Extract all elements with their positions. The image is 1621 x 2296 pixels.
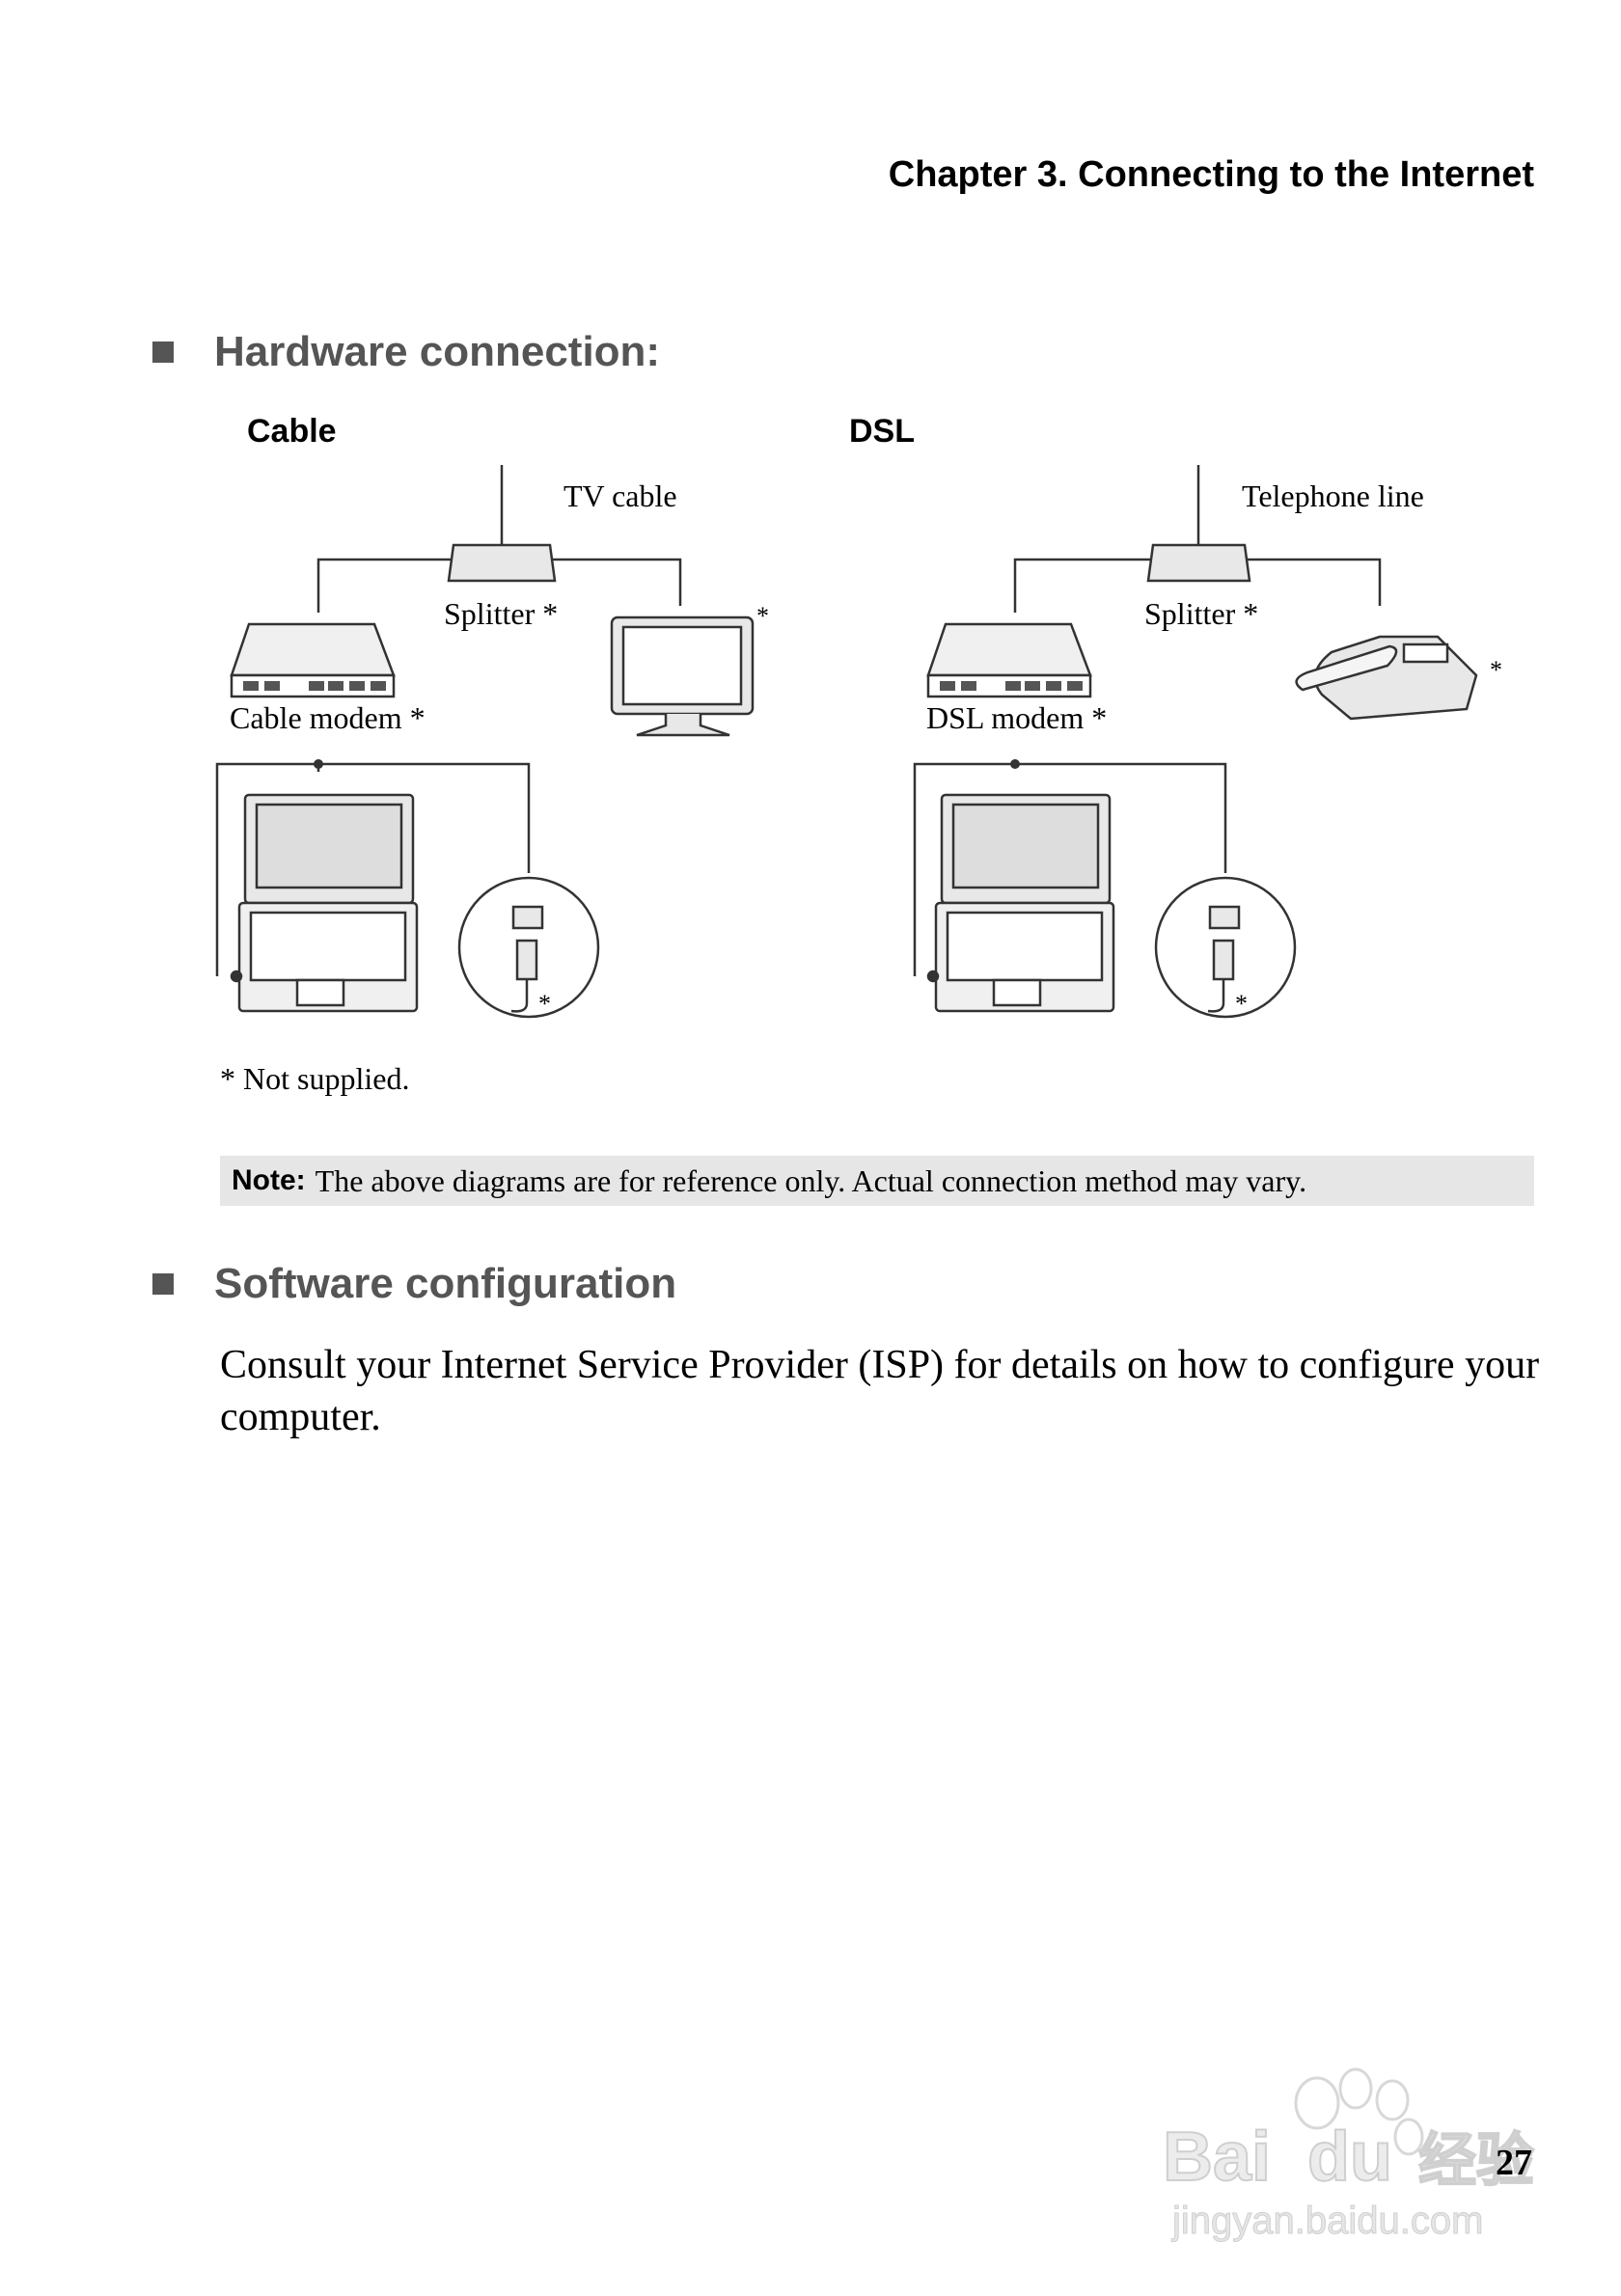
- dsl-modem-label: DSL modem *: [926, 700, 1108, 735]
- cable-ethernet-port-icon: [457, 876, 600, 1019]
- page-number: 27: [1496, 2143, 1532, 2183]
- connection-diagram: [215, 465, 1478, 1019]
- svg-text:Bai: Bai: [1163, 2118, 1271, 2196]
- cable-splitter-label: Splitter *: [444, 596, 559, 631]
- hardware-heading: Hardware connection:: [152, 328, 660, 376]
- dsl-line-label: Telephone line: [1242, 478, 1424, 513]
- footnote: * Not supplied.: [220, 1061, 410, 1096]
- cable-line-label: TV cable: [563, 478, 677, 513]
- dsl-splitter: [1146, 543, 1251, 583]
- cable-splitter: [447, 543, 557, 583]
- chapter-header: Chapter 3. Connecting to the Internet: [888, 154, 1534, 195]
- cable-port-asterisk: *: [538, 990, 551, 1018]
- note-text: The above diagrams are for reference onl…: [315, 1162, 1307, 1198]
- software-heading-text: Software configuration: [214, 1260, 677, 1307]
- cable-laptop-icon: [230, 793, 419, 1013]
- monitor-asterisk: *: [756, 602, 769, 630]
- note-box: Note: The above diagrams are for referen…: [220, 1156, 1534, 1206]
- svg-text:经验: 经验: [1418, 2127, 1534, 2195]
- square-bullet-icon: [152, 1273, 174, 1295]
- telephone-icon: [1295, 635, 1478, 721]
- svg-text:jingyan.baidu.com: jingyan.baidu.com: [1171, 2200, 1483, 2242]
- hardware-heading-text: Hardware connection:: [214, 328, 661, 375]
- cable-modem-label: Cable modem *: [230, 700, 426, 735]
- dsl-laptop-icon: [926, 793, 1115, 1013]
- note-label: Note:: [232, 1164, 306, 1196]
- baidu-watermark-logo: Bai du 经验 jingyan.baidu.com: [1162, 2067, 1535, 2243]
- svg-text:du: du: [1307, 2118, 1392, 2196]
- dsl-modem-icon: [926, 622, 1092, 698]
- tv-monitor-icon: [610, 615, 755, 737]
- square-bullet-icon: [152, 342, 174, 363]
- software-heading: Software configuration: [152, 1260, 676, 1308]
- cable-title: Cable: [247, 413, 337, 450]
- cable-modem-icon: [230, 622, 396, 698]
- dsl-splitter-label: Splitter *: [1144, 596, 1259, 631]
- software-body-text: Consult your Internet Service Provider (…: [220, 1343, 1540, 1439]
- dsl-ethernet-port-icon: [1154, 876, 1297, 1019]
- telephone-asterisk: *: [1490, 656, 1502, 684]
- dsl-title: DSL: [849, 413, 915, 450]
- dsl-port-asterisk: *: [1235, 990, 1248, 1018]
